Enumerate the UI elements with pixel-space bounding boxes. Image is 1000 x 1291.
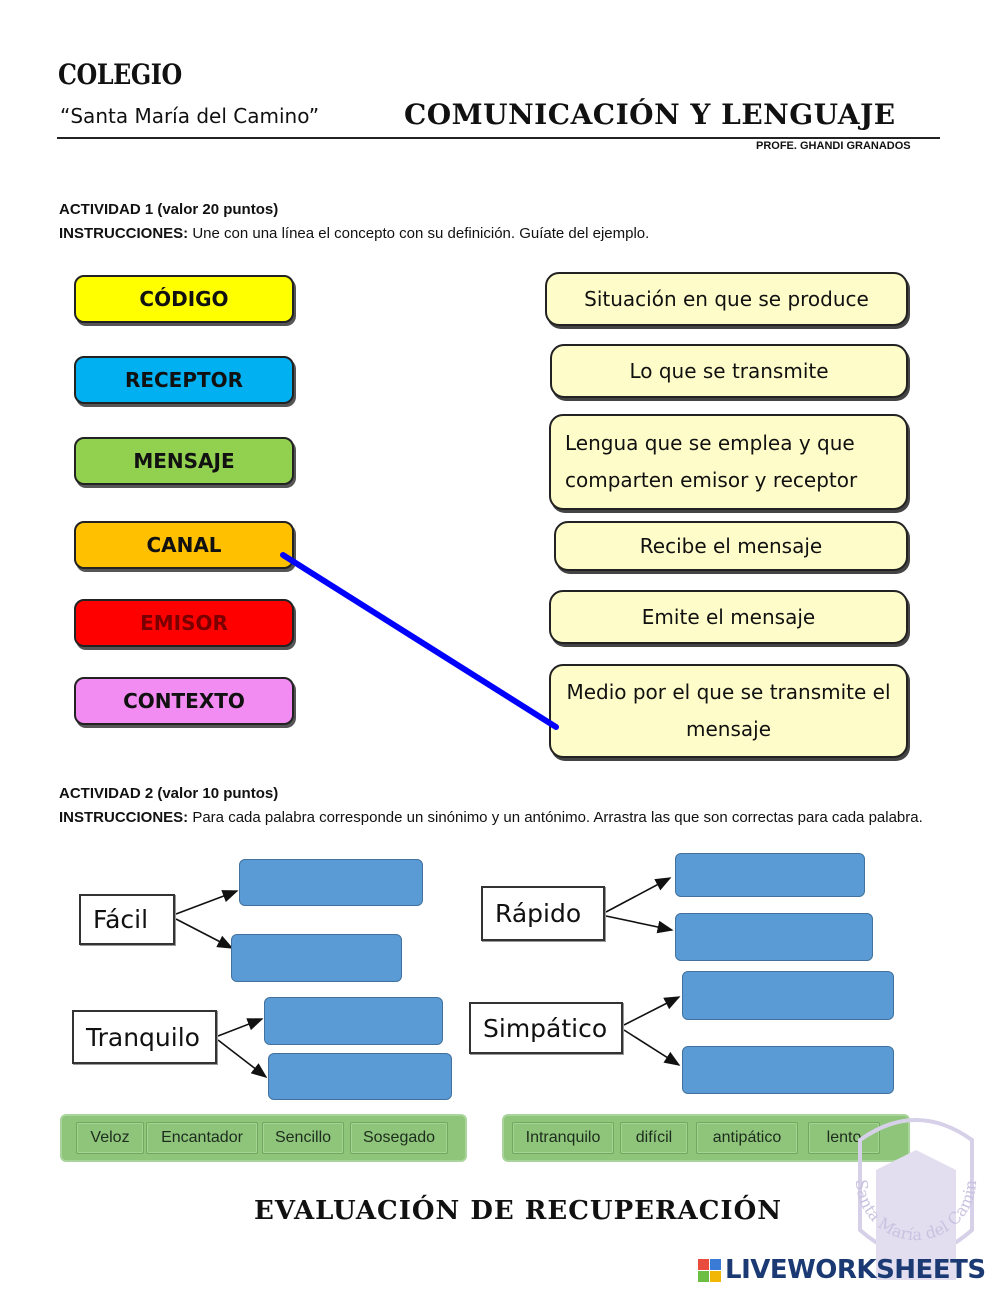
activity1-instructions-label: INSTRUCCIONES: — [59, 225, 189, 242]
activity1-instructions-text: Une con una línea el concepto con su def… — [188, 225, 650, 242]
drop-zone-rapido-2[interactable] — [675, 913, 873, 961]
chip-lento[interactable]: lento — [808, 1122, 880, 1154]
activity2-instructions-text: Para cada palabra corresponde un sinónim… — [188, 809, 923, 826]
concept-contexto[interactable]: CONTEXTO — [74, 677, 294, 725]
drop-zone-facil-1[interactable] — [239, 859, 423, 906]
concept-label: MENSAJE — [133, 449, 235, 473]
activity2-instructions-label: INSTRUCCIONES: — [59, 809, 189, 826]
school-label: COLEGIO — [58, 58, 182, 91]
arrow-icon — [175, 890, 239, 915]
definition-transmite[interactable]: Lo que se transmite — [550, 344, 908, 398]
teacher-name: PROFE. GHANDI GRANADOS — [756, 140, 911, 152]
chip-veloz[interactable]: Veloz — [76, 1122, 144, 1154]
chip-dificil[interactable]: difícil — [620, 1122, 688, 1154]
concept-label: CANAL — [146, 533, 222, 557]
school-seal-watermark: Santa María del Camino — [836, 1080, 980, 1280]
activity2-instructions: INSTRUCCIONES: Para cada palabra corresp… — [59, 808, 939, 827]
chip-antipatico[interactable]: antipático — [696, 1122, 798, 1154]
concept-label: RECEPTOR — [124, 368, 244, 392]
word-simpatico: Simpático — [469, 1002, 623, 1054]
chip-sencillo[interactable]: Sencillo — [262, 1122, 344, 1154]
drop-zone-tranquilo-1[interactable] — [264, 997, 443, 1045]
word-bank-left: Veloz Encantador Sencillo Sosegado — [60, 1114, 467, 1162]
arrow-icon — [623, 1029, 681, 1066]
liveworksheets-logo-icon — [698, 1258, 721, 1282]
concept-mensaje[interactable]: MENSAJE — [74, 437, 294, 485]
arrow-icon — [605, 915, 674, 934]
concept-label: EMISOR — [140, 611, 228, 635]
word-bank-right: Intranquilo difícil antipático lento — [502, 1114, 910, 1162]
word-facil: Fácil — [79, 894, 175, 945]
activity1-instructions: INSTRUCCIONES: Une con una línea el conc… — [59, 224, 939, 243]
concept-label: CÓDIGO — [139, 287, 229, 311]
activity2-title: ACTIVIDAD 2 (valor 10 puntos) — [59, 785, 279, 802]
drop-zone-simpatico-2[interactable] — [682, 1046, 894, 1094]
definition-lengua[interactable]: Lengua que se emplea y que comparten emi… — [549, 414, 908, 510]
arrow-icon — [605, 877, 672, 913]
definition-recibe[interactable]: Recibe el mensaje — [554, 521, 908, 571]
footer-title: EVALUACIÓN DE RECUPERACIÓN — [254, 1196, 782, 1226]
liveworksheets-wordmark: LIVEWORKSHEETS — [725, 1255, 986, 1285]
definition-medio[interactable]: Medio por el que se transmite el mensaje — [549, 664, 908, 758]
subject-title: COMUNICACIÓN Y LENGUAJE — [404, 98, 896, 131]
drop-zone-rapido-1[interactable] — [675, 853, 865, 897]
drop-zone-simpatico-1[interactable] — [682, 971, 894, 1020]
chip-intranquilo[interactable]: Intranquilo — [512, 1122, 614, 1154]
arrow-icon — [217, 1018, 264, 1037]
header-divider — [57, 137, 940, 139]
chip-encantador[interactable]: Encantador — [146, 1122, 258, 1154]
concept-emisor[interactable]: EMISOR — [74, 599, 294, 647]
drop-zone-facil-2[interactable] — [231, 934, 402, 982]
definition-emite[interactable]: Emite el mensaje — [549, 590, 908, 644]
arrow-icon — [175, 918, 234, 949]
chip-sosegado[interactable]: Sosegado — [350, 1122, 448, 1154]
word-tranquilo: Tranquilo — [72, 1010, 217, 1064]
concept-canal[interactable]: CANAL — [74, 521, 294, 569]
activity1-title: ACTIVIDAD 1 (valor 20 puntos) — [59, 201, 279, 218]
liveworksheets-brand[interactable]: LIVEWORKSHEETS — [698, 1255, 986, 1285]
concept-codigo[interactable]: CÓDIGO — [74, 275, 294, 323]
concept-label: CONTEXTO — [123, 689, 245, 713]
school-name: “Santa María del Camino” — [60, 104, 320, 128]
word-rapido: Rápido — [481, 886, 605, 941]
definition-situacion[interactable]: Situación en que se produce — [545, 272, 908, 326]
arrow-icon — [623, 996, 681, 1026]
arrow-icon — [217, 1039, 268, 1078]
drop-zone-tranquilo-2[interactable] — [268, 1053, 452, 1100]
concept-receptor[interactable]: RECEPTOR — [74, 356, 294, 404]
